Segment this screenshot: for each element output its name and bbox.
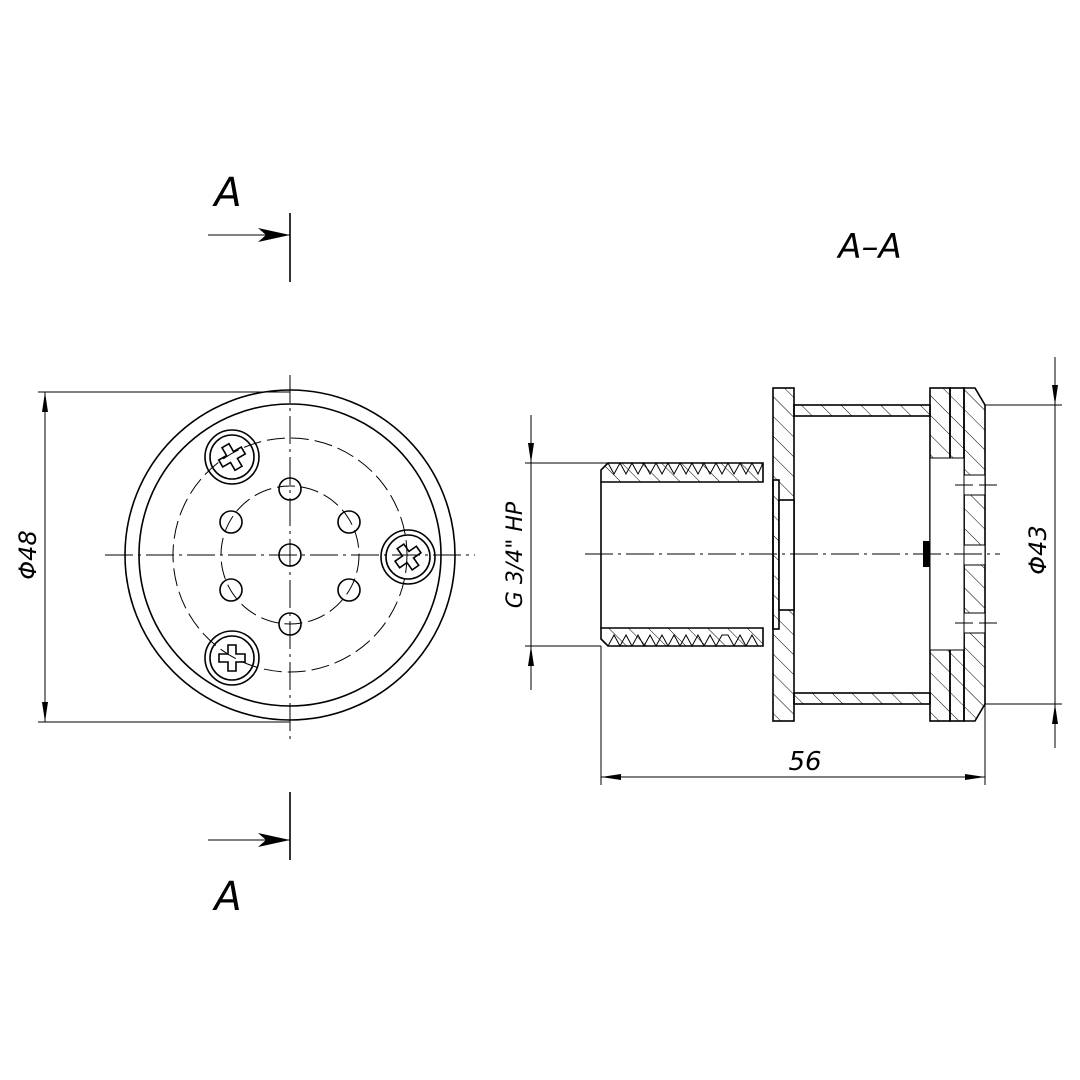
nozzle-hole — [219, 510, 243, 534]
plate-nozzle-hole — [963, 544, 986, 566]
dimension-length: 56 — [788, 747, 821, 777]
phillips-cross-icon — [218, 644, 246, 672]
dimension-outer-diameter: Φ48 — [14, 530, 42, 579]
section-title: A–A — [836, 227, 902, 267]
front-view: Φ48 A A — [14, 170, 475, 920]
screw-right — [380, 529, 436, 585]
nozzle-hole — [219, 578, 243, 602]
nozzle-hole — [337, 578, 361, 602]
body-tube-top — [793, 404, 931, 417]
flange-bore — [778, 499, 795, 611]
section-marker-top: A — [211, 170, 241, 216]
phillips-cross-icon — [393, 542, 423, 572]
dimension-plate-diameter: Φ43 — [1024, 525, 1052, 574]
screw-top-left — [204, 429, 260, 485]
dimension-thread: G 3/4" HP — [503, 501, 528, 608]
thread-profile-bottom — [607, 633, 763, 648]
phillips-cross-icon — [217, 442, 247, 472]
thread-profile-top — [607, 461, 764, 476]
body-tube-bottom — [793, 692, 931, 705]
section-view: A–A G 3/4" HP — [503, 227, 1062, 785]
section-marker-bottom: A — [211, 874, 241, 920]
nozzle-hole — [337, 510, 361, 534]
screw-bottom-left — [204, 630, 260, 686]
